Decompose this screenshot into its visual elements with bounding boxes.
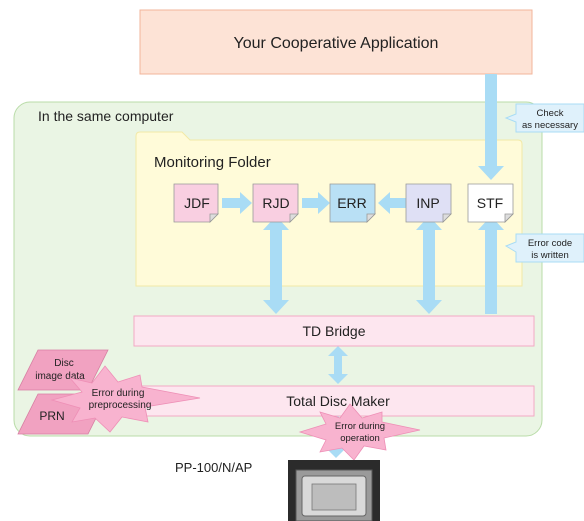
preprocessing-line2: preprocessing [89,400,152,411]
device-label: PP-100/N/AP [175,460,252,475]
error-code-callout: Error code is written [504,233,584,263]
file-inp: INP [405,183,452,223]
preprocessing-line1: Error during [92,388,145,399]
file-err: ERR [329,183,376,223]
file-inp-label: INP [416,195,439,211]
error-code-callout-line2: is written [531,250,568,261]
cooperative-application-box: Your Cooperative Application [139,9,533,75]
cooperative-application-label: Your Cooperative Application [234,35,439,52]
td-bridge-bar: TD Bridge [133,315,535,347]
operation-error-burst: Error during operation [298,403,421,461]
file-jdf-label: JDF [184,195,210,211]
disc-image-line2: image data [35,371,85,382]
rjd-bridge-arrow [263,216,289,314]
operation-line2: operation [340,433,380,444]
jdf-to-rjd-arrow [222,192,252,214]
operation-line1: Error during [335,421,385,432]
monitoring-folder-label: Monitoring Folder [154,154,271,171]
bridge-tdm-arrow [328,346,348,384]
file-stf-label: STF [477,195,503,211]
file-rjd: RJD [252,183,299,223]
check-callout-line2: as necessary [522,120,578,131]
preprocessing-error-burst: Error during preprocessing [50,365,201,433]
bridge-to-stf-arrow [478,216,504,314]
td-bridge-label: TD Bridge [302,323,365,339]
error-code-callout-line1: Error code [528,238,572,249]
disc-image-line1: Disc [54,358,73,369]
printer-icon [288,460,380,521]
prn-label: PRN [39,409,64,423]
inp-to-err-arrow [378,192,406,214]
check-callout: Check as necessary [504,103,584,133]
file-jdf: JDF [173,183,219,223]
total-disc-maker-label: Total Disc Maker [286,393,390,409]
app-to-stf-arrow [478,74,504,180]
same-computer-label: In the same computer [38,108,174,124]
inp-bridge-arrow [416,216,442,314]
check-callout-line1: Check [537,108,564,119]
file-rjd-label: RJD [262,195,289,211]
file-stf: STF [467,183,514,223]
rjd-to-err-arrow [302,192,330,214]
total-disc-maker-bar: Total Disc Maker [133,385,535,417]
file-err-label: ERR [337,195,367,211]
